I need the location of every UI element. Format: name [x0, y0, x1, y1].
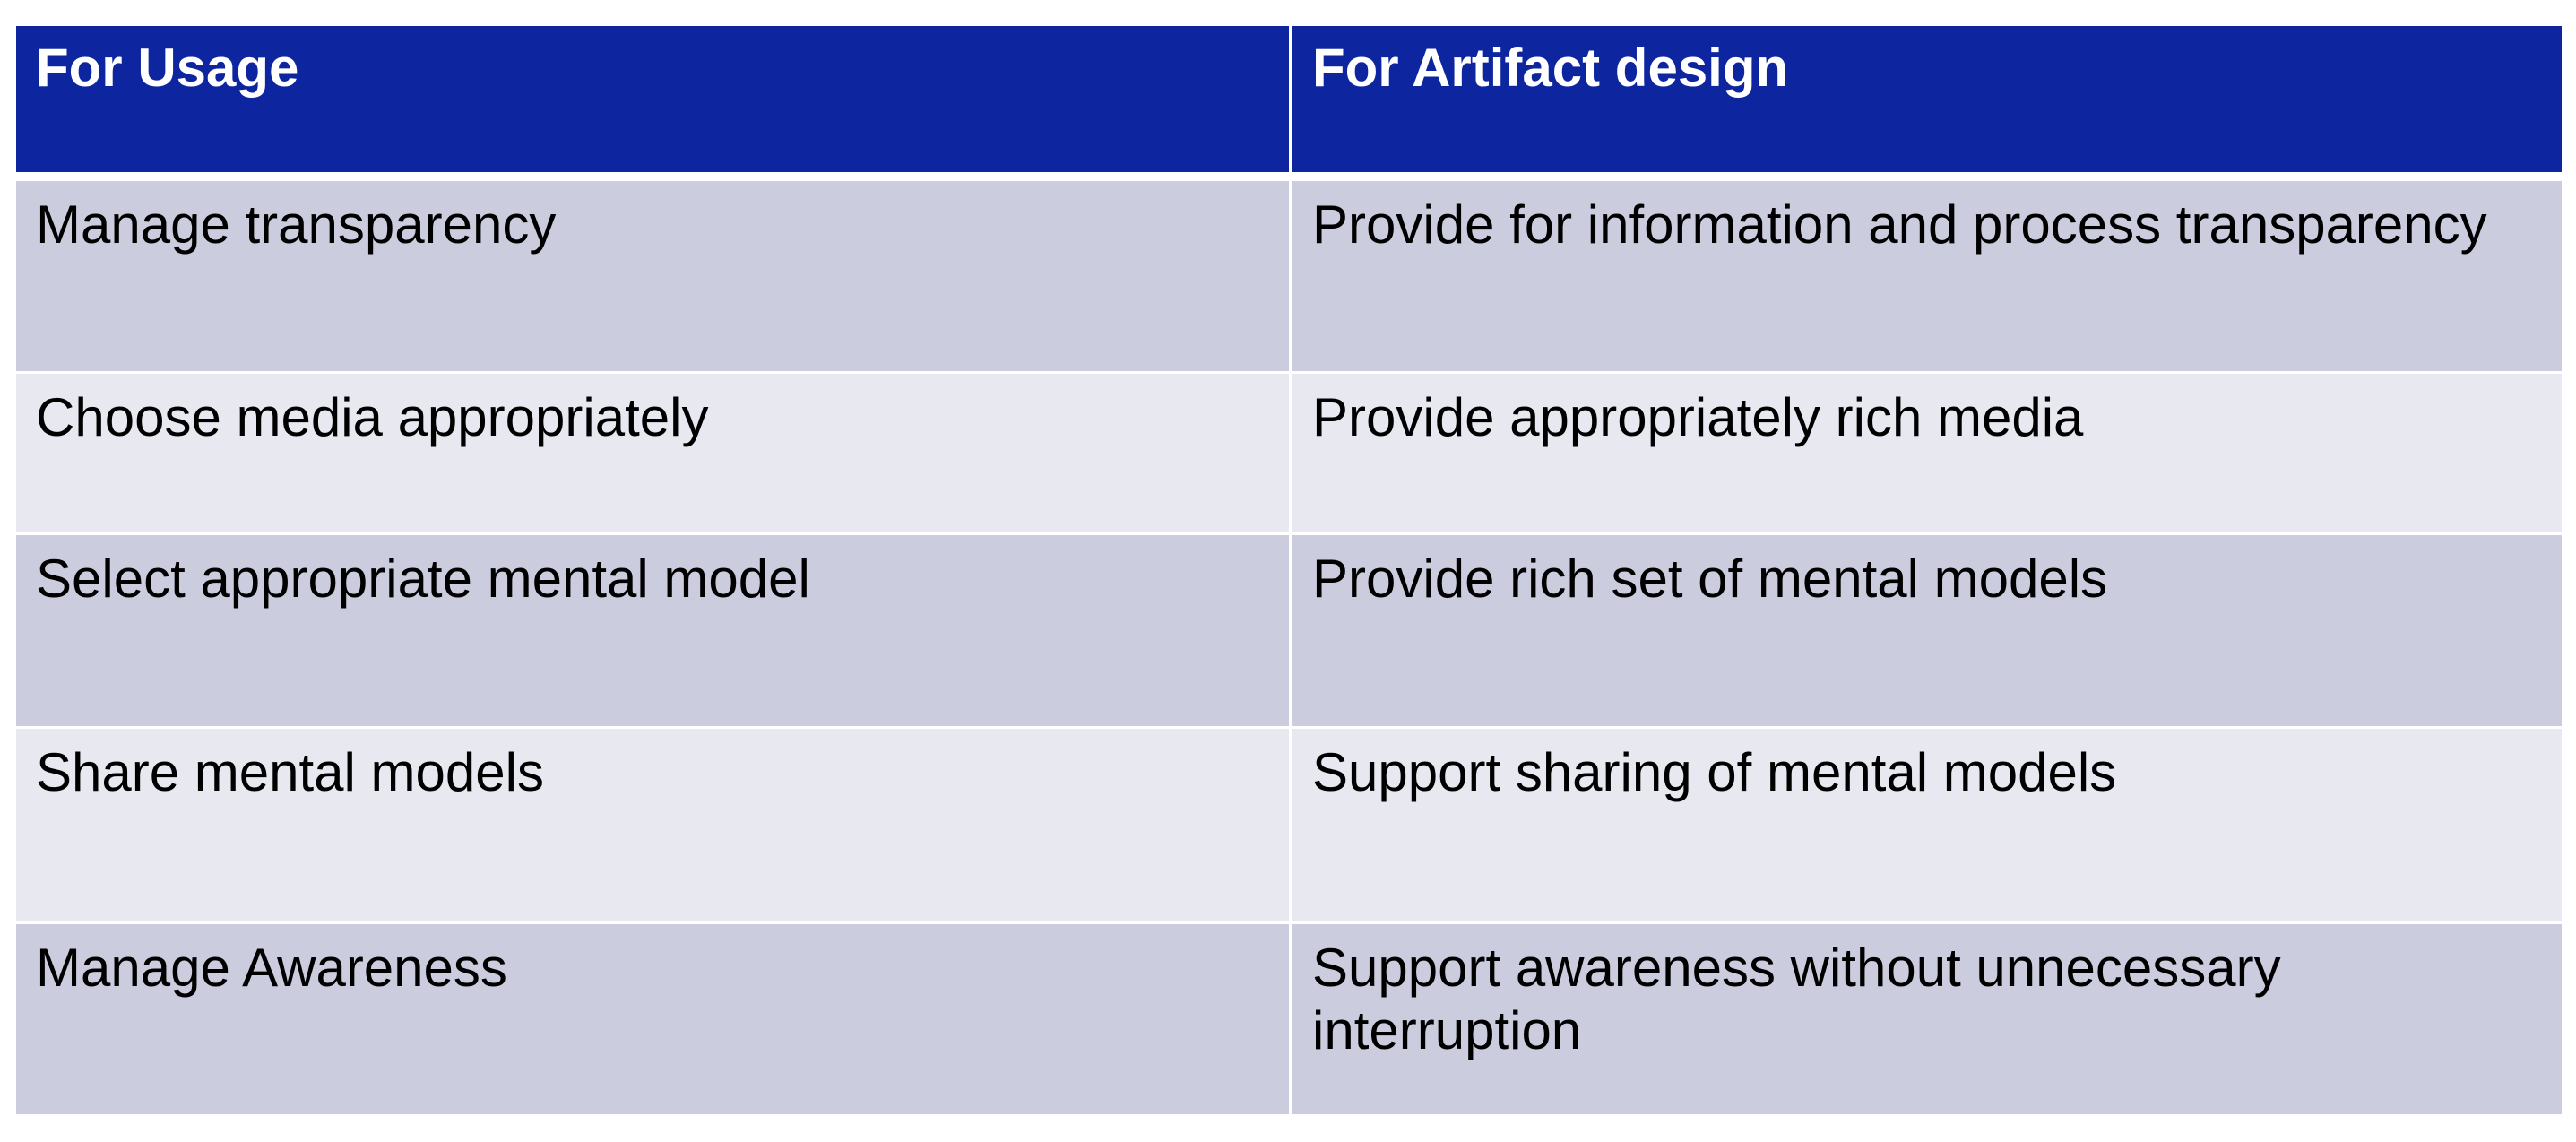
- artifact-design-cell: Provide for information and process tran…: [1289, 181, 2562, 371]
- usage-cell: Choose media appropriately: [16, 371, 1289, 532]
- usage-cell: Select appropriate mental model: [16, 532, 1289, 726]
- column-header-artifact-design: For Artifact design: [1289, 26, 2562, 181]
- artifact-design-cell: Provide rich set of mental models: [1289, 532, 2562, 726]
- column-header-usage: For Usage: [16, 26, 1289, 181]
- table-row: Share mental models Support sharing of m…: [16, 726, 2562, 921]
- table-row: Choose media appropriately Provide appro…: [16, 371, 2562, 532]
- table-row: Manage Awareness Support awareness witho…: [16, 921, 2562, 1114]
- artifact-design-cell: Provide appropriately rich media: [1289, 371, 2562, 532]
- artifact-design-cell: Support sharing of mental models: [1289, 726, 2562, 921]
- usage-cell: Manage transparency: [16, 181, 1289, 371]
- usage-cell: Manage Awareness: [16, 921, 1289, 1114]
- table-row: Select appropriate mental model Provide …: [16, 532, 2562, 726]
- table-row: Manage transparency Provide for informat…: [16, 181, 2562, 371]
- artifact-design-cell: Support awareness without unnecessary in…: [1289, 921, 2562, 1114]
- table-header-row: For Usage For Artifact design: [16, 26, 2562, 181]
- usage-cell: Share mental models: [16, 726, 1289, 921]
- usage-design-table: For Usage For Artifact design Manage tra…: [16, 26, 2562, 1114]
